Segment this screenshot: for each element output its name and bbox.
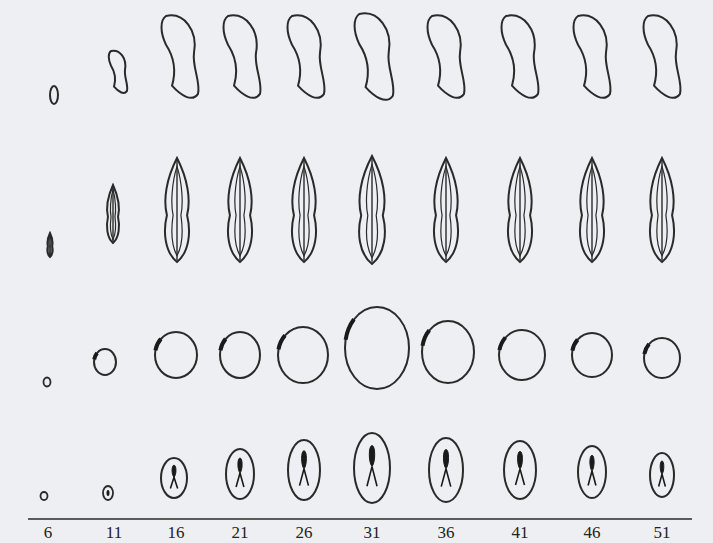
axis-label: 11 <box>106 524 122 541</box>
axis-label: 21 <box>232 524 249 541</box>
seed-end-view <box>345 307 409 389</box>
axis-label: 46 <box>584 524 601 541</box>
seed-end-view <box>44 378 51 387</box>
axis-label: 16 <box>168 524 185 541</box>
embryo-view <box>288 440 320 500</box>
seed-outline <box>644 15 681 97</box>
seed-outline <box>288 15 325 97</box>
seed-section <box>107 185 119 243</box>
seed-end-view <box>422 321 474 383</box>
seed-outline <box>355 13 394 99</box>
seed-section <box>292 158 316 262</box>
seed-end-view <box>155 332 197 378</box>
seed-outline <box>162 15 199 97</box>
embryo-view <box>226 449 254 499</box>
embryo-view <box>41 492 48 500</box>
embryo-mark <box>107 490 110 496</box>
embryo-view <box>650 453 674 497</box>
seed-end-view <box>572 333 612 377</box>
seed-section <box>228 158 252 262</box>
seed-section <box>650 158 674 262</box>
seed-section <box>434 158 458 262</box>
embryo-view <box>103 486 113 500</box>
axis-label: 36 <box>438 524 455 541</box>
seed-section <box>165 158 189 262</box>
axis-label: 31 <box>364 524 381 541</box>
embryo-view <box>429 438 463 502</box>
axis-label: 6 <box>44 524 53 541</box>
seed-outline <box>428 15 465 97</box>
seed-end-view <box>94 349 116 375</box>
embryo-view <box>354 433 390 503</box>
seed-outline <box>502 15 539 97</box>
embryo-view <box>504 441 536 499</box>
seed-end-view <box>644 338 680 378</box>
seed-outline <box>50 86 58 104</box>
seed-section <box>47 233 52 257</box>
axis-label: 26 <box>296 524 313 541</box>
axis-label: 51 <box>654 524 671 541</box>
embryo-view <box>578 446 606 498</box>
seed-end-view <box>499 330 545 380</box>
seed-section <box>580 158 604 262</box>
axis-label: 41 <box>512 524 529 541</box>
seed-outline <box>109 51 128 93</box>
seed-section <box>359 156 385 264</box>
seed-section <box>508 158 532 262</box>
embryo-view <box>161 458 187 498</box>
seed-outline <box>574 15 611 97</box>
seed-outline <box>224 15 261 97</box>
seed-end-view <box>220 332 260 378</box>
axis-line <box>28 518 692 520</box>
seed-end-view <box>278 327 328 383</box>
